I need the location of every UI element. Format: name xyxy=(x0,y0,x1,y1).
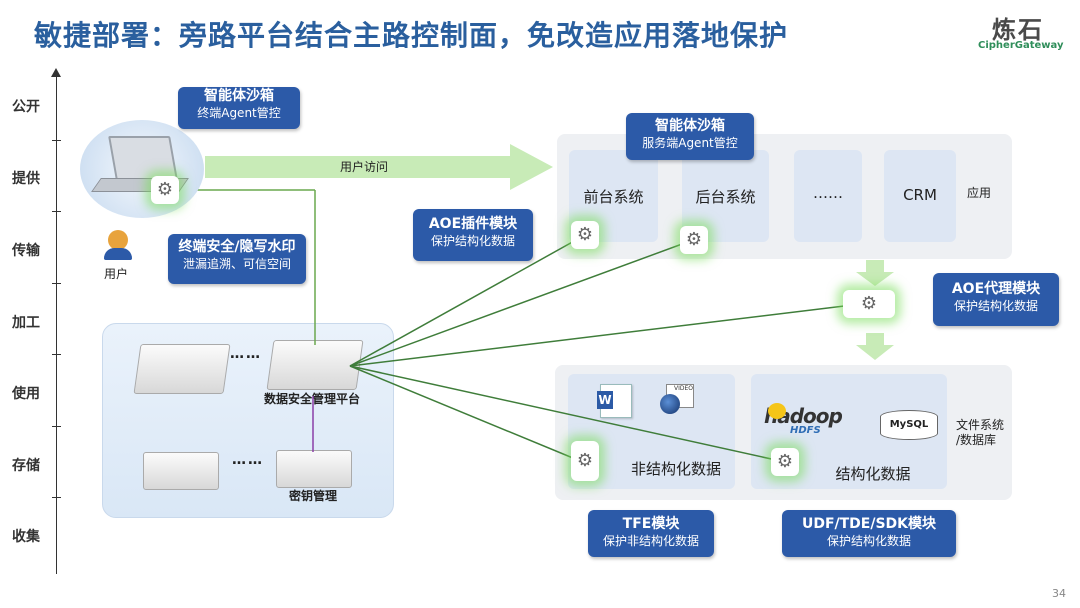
app-label-frontend: 前台系统 xyxy=(583,188,644,206)
user-label: 用户 xyxy=(104,267,129,281)
storage-label-2: /数据库 xyxy=(956,433,997,447)
user-body-icon xyxy=(104,248,132,260)
stage-transmit: 传输 xyxy=(12,243,40,259)
callout-title: 智能体沙箱 xyxy=(655,118,725,134)
callout-title: 终端安全/隐写水印 xyxy=(178,239,296,255)
page-title: 敏捷部署：旁路平台结合主路控制面，免改造应用落地保护 xyxy=(34,19,789,52)
stage-use: 使用 xyxy=(12,386,40,402)
laptop-icon xyxy=(108,136,178,180)
axis-tick xyxy=(52,140,61,141)
structured-label: 结构化数据 xyxy=(835,465,911,483)
callout-aoe-plugin: AOE插件模块 保护结构化数据 xyxy=(413,209,533,261)
user-access-label: 用户访问 xyxy=(340,160,389,174)
platform-ellipsis: …… xyxy=(230,346,262,362)
callout-title: AOE插件模块 xyxy=(428,216,518,232)
logo-subtext: CipherGateway xyxy=(978,40,1064,51)
tfe-gear-icon: ⚙ xyxy=(571,441,599,481)
stage-public: 公开 xyxy=(12,99,40,115)
server-agent-gear-icon: ⚙ xyxy=(680,226,708,254)
axis-tick xyxy=(52,211,61,212)
keys-label: 密钥管理 xyxy=(289,489,338,503)
axis-tick xyxy=(52,354,61,355)
callout-server-sandbox: 智能体沙箱 服务端Agent管控 xyxy=(626,113,754,160)
key-server-icon xyxy=(143,452,219,490)
callout-sub: 保护结构化数据 xyxy=(953,299,1038,313)
callout-terminal-security: 终端安全/隐写水印 泄漏追溯、可信空间 xyxy=(168,234,306,284)
axis-tick xyxy=(52,497,61,498)
stage-provide: 提供 xyxy=(12,171,40,187)
mysql-database-icon: MySQL xyxy=(880,410,938,440)
app-tile-more xyxy=(794,150,862,242)
logo-text: 炼石 xyxy=(992,16,1044,44)
user-avatar-icon xyxy=(108,230,128,250)
video-file-icon: VIDEO xyxy=(660,384,694,416)
aoe-proxy-gear-icon: ⚙ xyxy=(843,290,895,318)
callout-sub: 保护结构化数据 xyxy=(826,534,911,548)
app-label-backend: 后台系统 xyxy=(695,188,756,206)
axis-tick xyxy=(52,283,61,284)
app-layer-label: 应用 xyxy=(967,186,992,200)
app-tile-crm xyxy=(884,150,956,242)
callout-terminal-sandbox: 智能体沙箱 终端Agent管控 xyxy=(178,87,300,129)
unstructured-label: 非结构化数据 xyxy=(630,460,721,478)
callout-aoe-proxy: AOE代理模块 保护结构化数据 xyxy=(933,273,1059,326)
keys-ellipsis: …… xyxy=(232,452,264,468)
storage-label-1: 文件系统 xyxy=(956,418,1005,432)
app-label-more: …… xyxy=(813,184,843,202)
axis-arrow xyxy=(51,68,61,77)
aoe-plugin-gear-icon: ⚙ xyxy=(571,221,599,249)
callout-udf: UDF/TDE/SDK模块 保护结构化数据 xyxy=(782,510,956,557)
callout-title: AOE代理模块 xyxy=(951,281,1041,297)
stage-collect: 收集 xyxy=(12,529,40,545)
callout-sub: 服务端Agent管控 xyxy=(642,136,738,150)
callout-sub: 泄漏追溯、可信空间 xyxy=(182,257,291,271)
callout-sub: 终端Agent管控 xyxy=(197,106,281,120)
callout-tfe: TFE模块 保护非结构化数据 xyxy=(588,510,714,557)
hdfs-logo: HDFS xyxy=(790,425,821,436)
stage-process: 加工 xyxy=(12,315,40,331)
key-server-icon xyxy=(276,450,352,488)
callout-title: 智能体沙箱 xyxy=(204,88,274,104)
axis-tick xyxy=(52,426,61,427)
callout-sub: 保护非结构化数据 xyxy=(602,534,699,548)
callout-sub: 保护结构化数据 xyxy=(430,234,515,248)
stage-store: 存储 xyxy=(12,458,40,474)
callout-title: TFE模块 xyxy=(622,516,680,532)
udf-gear-icon: ⚙ xyxy=(771,448,799,476)
page-number: 34 xyxy=(1052,587,1066,600)
callout-title: UDF/TDE/SDK模块 xyxy=(801,516,937,532)
app-label-crm: CRM xyxy=(903,186,937,204)
lifecycle-axis xyxy=(56,74,57,574)
word-document-icon: W xyxy=(597,384,632,418)
hadoop-elephant-icon xyxy=(768,403,786,419)
terminal-agent-gear-icon: ⚙ xyxy=(151,176,179,204)
platform-label: 数据安全管理平台 xyxy=(264,392,361,406)
